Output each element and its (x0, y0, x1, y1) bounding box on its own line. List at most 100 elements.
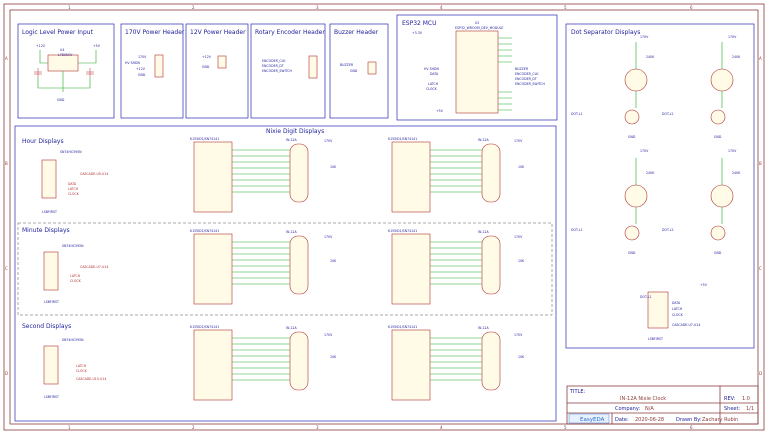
sep-170v-2: 170V (728, 35, 737, 39)
sheet-border (3, 3, 765, 431)
hv-net-shdn: HV SHDN (125, 61, 140, 65)
hour-net-data: DATA (68, 182, 77, 186)
transistor-q4 (710, 225, 726, 241)
drawing-border (9, 9, 759, 425)
hv-net-gnd: GND (138, 73, 146, 77)
hour-driver-ones (391, 141, 431, 213)
v12-connector (217, 55, 227, 69)
sep-net-latch: LATCH (672, 307, 683, 311)
minute-170v-2: 170V (514, 235, 523, 239)
mcu-net-3v3: +3.3V (412, 31, 423, 35)
sep-gnd-3: GND (628, 251, 636, 255)
minute-driver-tens-value: K155ID1/SN74141 (190, 229, 219, 233)
neon-bulb-4 (710, 184, 734, 208)
rev-value: 1.0 (742, 396, 750, 402)
u2-value: ESP32_WROOM_DEV_MODULE (455, 26, 503, 30)
easyeda-logo (568, 413, 610, 424)
second-driver-ones (391, 329, 431, 401)
sep-r-240k-2: 240K (732, 55, 741, 59)
second-170v-2: 170V (514, 333, 523, 337)
ruler-row-d-right: D (759, 371, 762, 376)
ruler-col-6-bottom: 6 (690, 425, 693, 430)
mcu-net-enc-dt: ENCODER_DT (515, 77, 537, 81)
nixie-digits-block: Nixie Digit Displays Hour Displays SN74H… (14, 125, 557, 422)
power-input-title: Logic Level Power Input (22, 29, 94, 36)
hv-connector (154, 54, 164, 78)
transistor-q2 (710, 109, 726, 125)
ruler-col-1: 1 (68, 5, 71, 10)
u4-value: L7805CV (58, 53, 73, 57)
hour-net-clock: CLOCK (68, 192, 80, 196)
second-tube-ones-value: IN-12A (478, 326, 490, 330)
v12-net-12v: +12V (202, 55, 212, 59)
title-label: TITLE: (569, 389, 586, 395)
hour-r-10k-2: 10K (518, 165, 525, 169)
company-value: N/A (645, 406, 654, 412)
power-input-block: Logic Level Power Input +12V +5V U4 L780… (17, 23, 115, 119)
ruler-row-a-right: A (759, 56, 762, 61)
v12-net-gnd: GND (202, 65, 210, 69)
hour-shift-value: SN74HC595N (60, 150, 82, 154)
minute-lsbfirst: LSBFIRST (44, 300, 59, 304)
date-value: 2020-06-28 (635, 417, 664, 423)
sep-r-240k-4: 240K (732, 171, 741, 175)
mcu-net-buzzer: BUZZER (515, 67, 529, 71)
sep-170v-1: 170V (640, 35, 649, 39)
hour-driver-ones-value: K155ID1/SN74141 (388, 137, 417, 141)
second-tube-tens (289, 331, 309, 391)
mcu-block: ESP32 MCU U2 ESP32_WROOM_DEV_MODULE +3.3… (396, 14, 558, 121)
v12-header-title: 12V Power Header (190, 29, 246, 36)
minute-shift-value: SN74HC595N (62, 244, 84, 248)
sep-r-240k-1: 240K (646, 55, 655, 59)
second-170v-1: 170V (324, 333, 333, 337)
minute-driver-ones (391, 233, 431, 305)
second-tube-ones (481, 331, 501, 391)
power-gnd-label: GND (57, 98, 65, 102)
buzzer-net-gnd: GND (350, 69, 358, 73)
encoder-sw-net: ENCODER_SWITCH (262, 69, 293, 73)
hv-net-12v: +12V (136, 67, 146, 71)
date-label: Date: (615, 417, 629, 423)
minute-section-divider (17, 222, 553, 316)
minute-net-latch: LATCH (70, 274, 81, 278)
hour-net-latch: LATCH (68, 187, 79, 191)
hour-shift-register (41, 159, 57, 199)
second-tube-tens-value: IN-12A (286, 326, 298, 330)
sep-net-dot-l1-c: DOT-L1 (640, 295, 652, 299)
sep-r-240k-3: 240K (646, 171, 655, 175)
sheet-value: 1/1 (746, 406, 754, 412)
minute-170v-1: 170V (324, 235, 333, 239)
second-shift-register (43, 345, 59, 385)
neon-bulb-3 (624, 184, 648, 208)
minute-driver-tens (193, 233, 233, 305)
sep-net-5v: +5V (700, 283, 708, 287)
sep-gnd-4: GND (714, 251, 722, 255)
buzzer-net: BUZZER (340, 63, 354, 67)
hour-tube-ones-value: IN-12A (478, 138, 490, 142)
transistor-q3 (624, 225, 640, 241)
rotary-header-title: Rotary Encoder Header (255, 29, 325, 36)
row-ruler: A B C D A B C D (5, 56, 762, 376)
ruler-col-2-bottom: 2 (192, 425, 195, 430)
second-title: Second Displays (22, 323, 71, 330)
mcu-title: ESP32 MCU (402, 20, 437, 27)
sep-net-dot-l2-b: DOT-L2 (662, 228, 674, 232)
sep-net-dot-l1-a: DOT-L1 (571, 112, 583, 116)
net-12v: +12V (36, 44, 46, 48)
mcu-net-5v: +5V (436, 109, 444, 113)
title-value: IN-12A Nixie Clock (620, 396, 666, 402)
neon-bulb-1 (624, 68, 648, 92)
easyeda-logo-text: EasyEDA (580, 417, 605, 423)
second-r-10k-2: 10K (518, 355, 525, 359)
ruler-row-a: A (5, 56, 8, 61)
u2-ref: U2 (475, 21, 479, 25)
ruler-col-6: 6 (690, 5, 693, 10)
encoder-clk-net: ENCODER_CLK (262, 59, 286, 63)
separator-block: Dot Separator Displays 170V 170V 170V 17… (565, 23, 755, 349)
transistor-q1 (624, 109, 640, 125)
minute-net-clock: CLOCK (70, 279, 82, 283)
drawn-by-value: Zachary Rubin (702, 417, 738, 423)
minute-tube-tens-value: IN-12A (286, 230, 298, 234)
hour-170v-1: 170V (324, 139, 333, 143)
